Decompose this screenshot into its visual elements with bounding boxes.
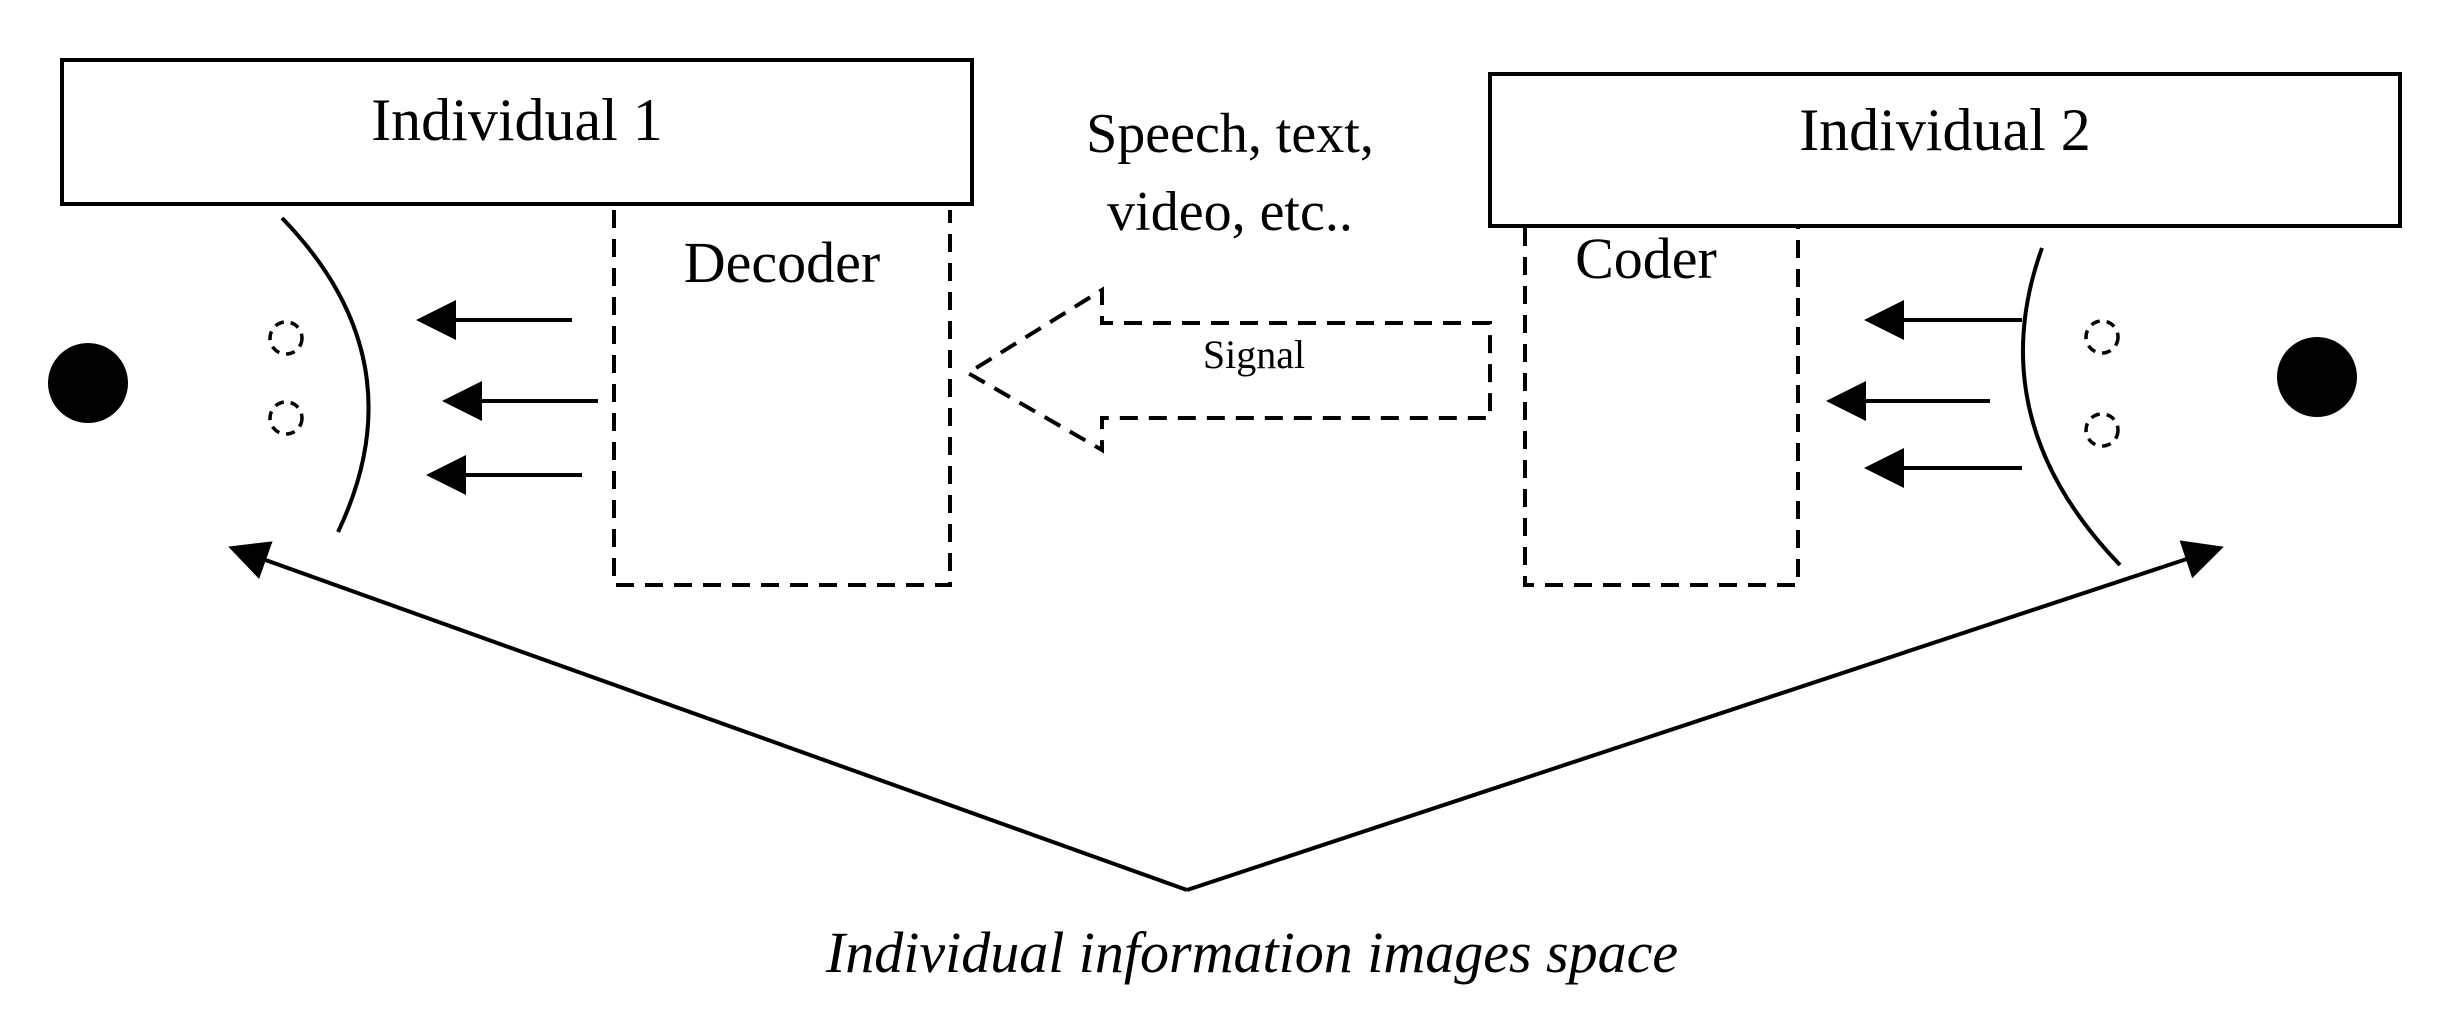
decoder: Decoder [612,210,952,587]
individual-2-box [1488,72,2402,228]
individual-1-face-arc [280,216,371,533]
individual-2: Individual 2 [1488,72,2402,228]
information-space-arrows [228,540,2224,892]
space-arrow-right [1186,540,2224,892]
coder-label: Coder [1575,226,1717,291]
signal-arrow-shape [964,286,1492,454]
individual-1-label: Individual 1 [371,87,663,153]
individual-2-label: Individual 2 [1799,97,2091,163]
coder-box [1523,228,1800,587]
individual-1: Individual 1 [60,58,974,206]
individual-1-dot [48,343,128,423]
individual-1-head [48,216,371,533]
individual-2-input-arrows [1826,300,2022,488]
media-caption-line-1: Speech, text, [1086,103,1374,165]
individual-2-eye-top [2084,319,2120,355]
media-caption-line-2: video, etc.. [1107,181,1353,243]
individual-2-head [2020,247,2357,567]
signal-arrow: Signal [964,286,1492,454]
individual-1-input-arrows [416,300,598,495]
media-caption: Speech, text, video, etc.. [1086,103,1374,243]
individual-1-eye-bottom [268,400,304,436]
decoder-box [612,210,952,587]
individual-1-box [60,58,974,206]
decoder-label: Decoder [684,230,880,295]
individual-1-eye-top [268,320,304,356]
bottom-caption: Individual information images space [825,920,1678,985]
individual-2-eye-bottom [2084,412,2120,448]
space-arrow-left [228,541,1188,892]
individual-2-dot [2277,337,2357,417]
coder: Coder [1523,226,1800,587]
signal-label: Signal [1203,332,1305,377]
individual-2-face-arc [2020,247,2122,567]
